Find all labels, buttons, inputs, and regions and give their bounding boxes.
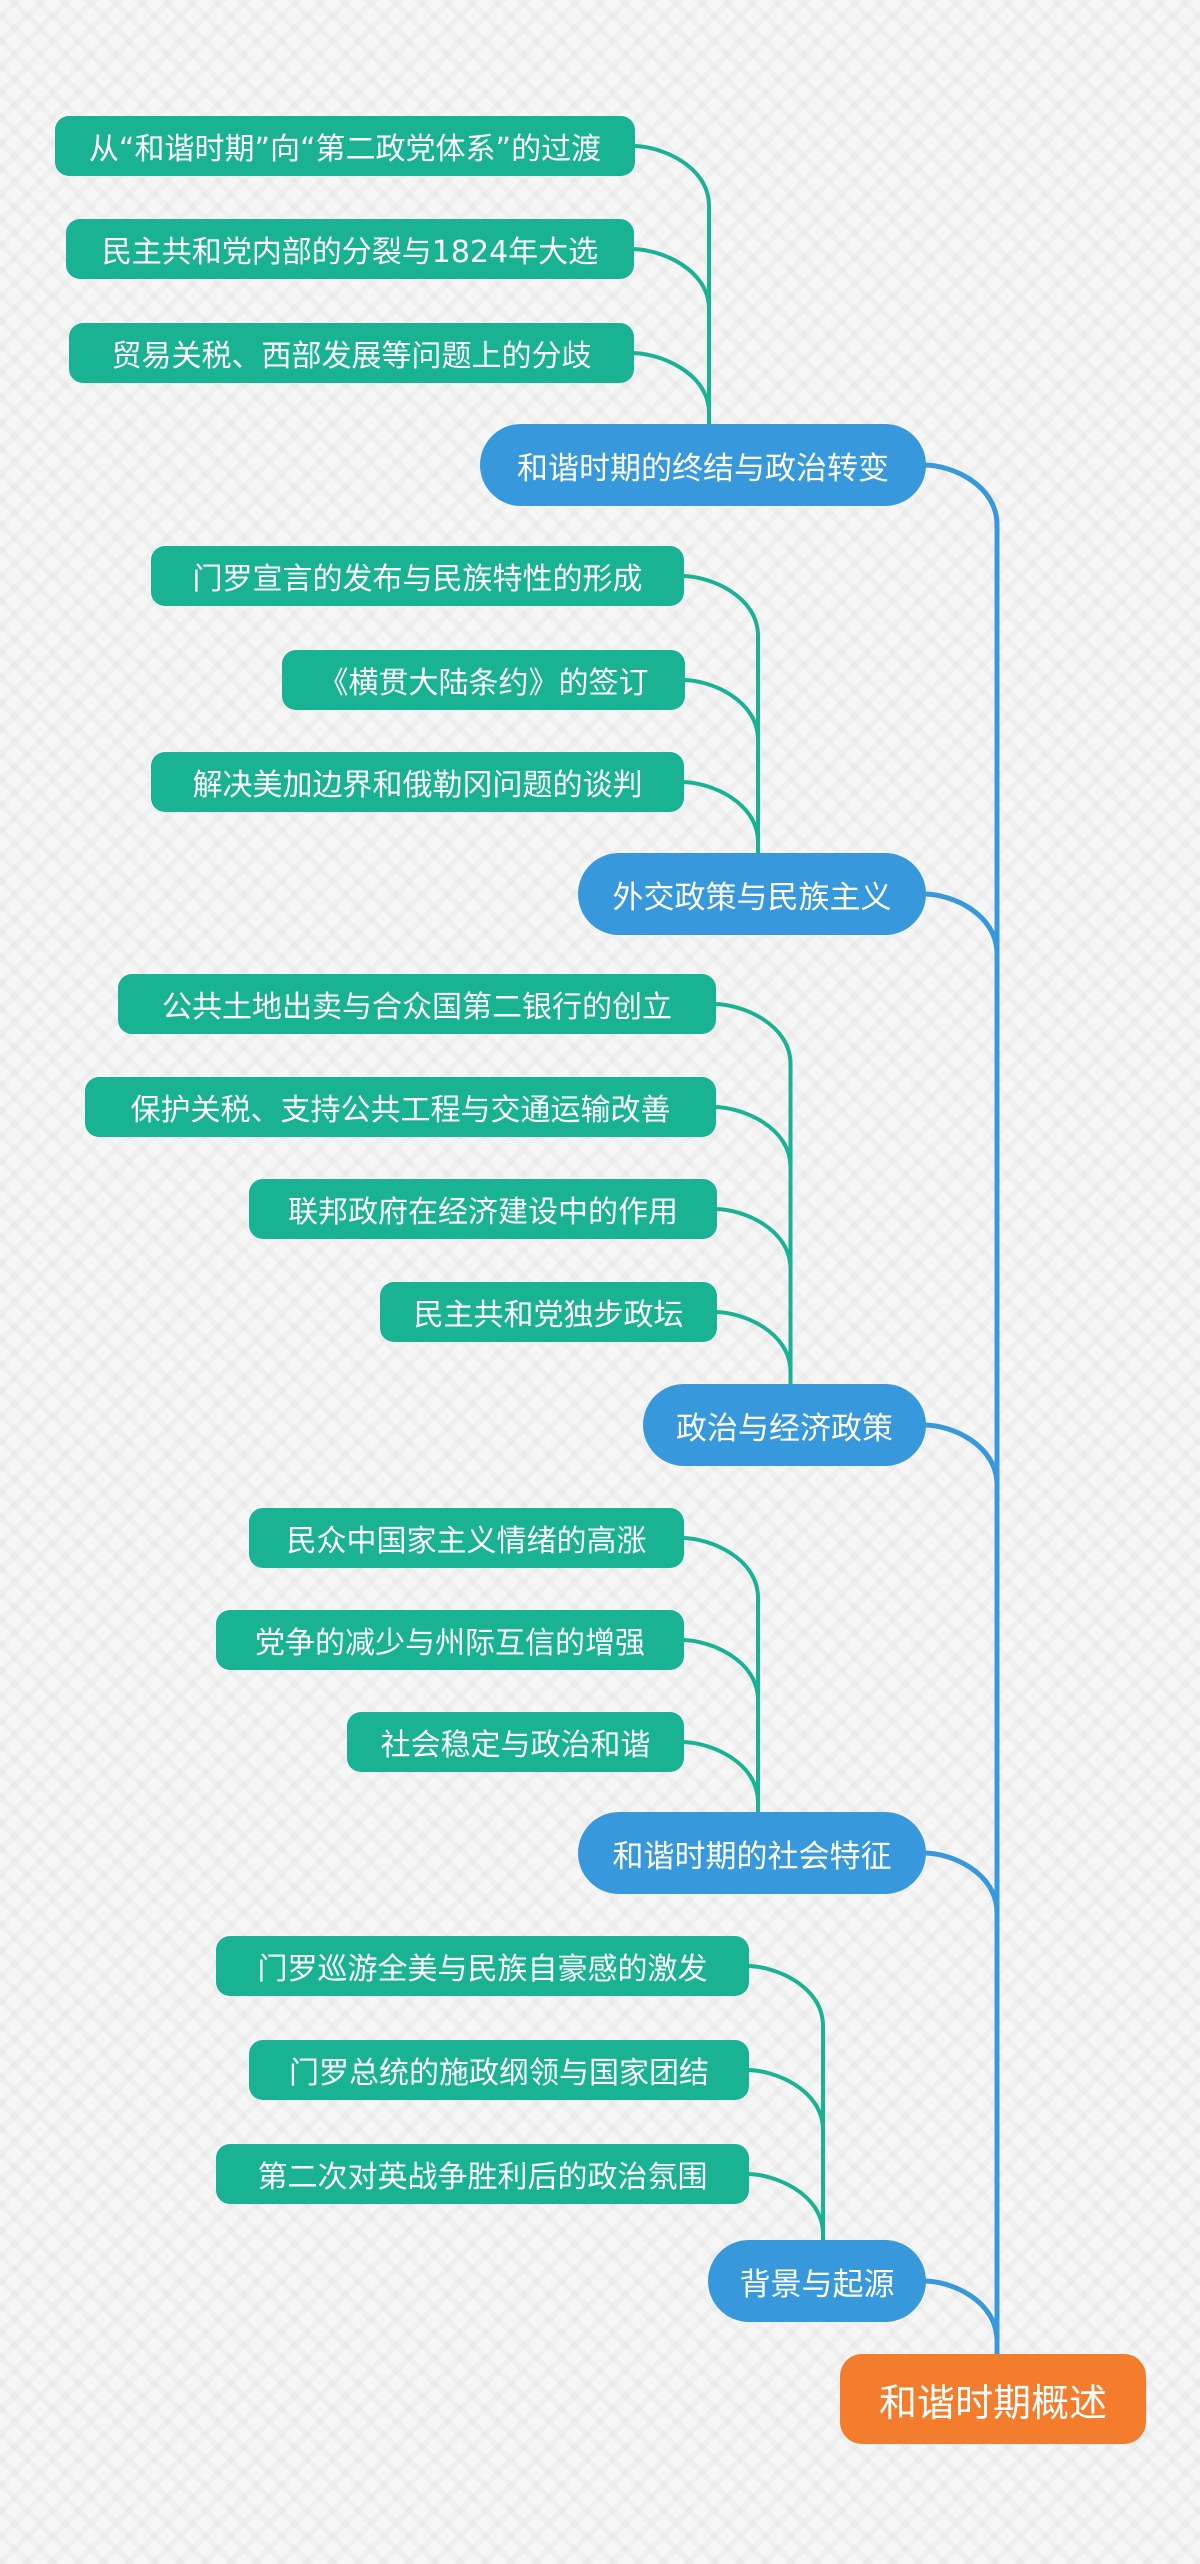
- leaf-link-1-1: [681, 678, 760, 859]
- leaf-link-2-3: [713, 1310, 793, 1390]
- leaf-link-1-2: [680, 780, 760, 859]
- branch-node-background[interactable]: 背景与起源: [708, 2240, 926, 2322]
- leaf-node-post-war[interactable]: 第二次对英战争胜利后的政治氛围: [216, 2144, 749, 2204]
- leaf-node-federal-role[interactable]: 联邦政府在经济建设中的作用: [249, 1179, 717, 1239]
- branch-link-1: [921, 891, 1000, 2361]
- leaf-node-monroe-tour[interactable]: 门罗巡游全美与民族自豪感的激发: [216, 1936, 749, 1996]
- leaf-node-treaty[interactable]: 《横贯大陆条约》的签订: [282, 650, 685, 710]
- branch-node-end-of-era[interactable]: 和谐时期的终结与政治转变: [480, 424, 926, 506]
- leaf-node-interstate-trust[interactable]: 党争的减少与州际互信的增强: [216, 1610, 684, 1670]
- leaf-link-0-0: [631, 144, 711, 430]
- leaf-link-3-2: [680, 1740, 760, 1818]
- leaf-link-2-2: [713, 1207, 793, 1390]
- leaf-link-3-1: [680, 1638, 760, 1818]
- leaf-node-border-negotiation[interactable]: 解决美加边界和俄勒冈问题的谈判: [151, 752, 684, 812]
- leaf-node-transition[interactable]: 从“和谐时期”向“第二政党体系”的过渡: [55, 116, 635, 176]
- leaf-link-3-0: [680, 1536, 760, 1818]
- leaf-link-1-0: [680, 574, 760, 859]
- branch-node-foreign-policy[interactable]: 外交政策与民族主义: [578, 853, 926, 935]
- leaf-link-4-1: [745, 2068, 825, 2246]
- leaf-link-4-2: [745, 2172, 825, 2246]
- branch-link-3: [921, 1850, 1000, 2361]
- leaf-node-tariff-dispute[interactable]: 贸易关税、西部发展等问题上的分歧: [69, 323, 634, 383]
- branch-link-4: [921, 2278, 1000, 2361]
- leaf-link-4-0: [745, 1964, 825, 2246]
- leaf-node-social-stability[interactable]: 社会稳定与政治和谐: [347, 1712, 684, 1772]
- leaf-node-protective-tariff[interactable]: 保护关税、支持公共工程与交通运输改善: [85, 1077, 716, 1137]
- root-node[interactable]: 和谐时期概述: [840, 2354, 1146, 2444]
- branch-node-social-features[interactable]: 和谐时期的社会特征: [578, 1812, 926, 1894]
- leaf-node-single-party[interactable]: 民主共和党独步政坛: [380, 1282, 717, 1342]
- leaf-link-0-2: [630, 351, 711, 430]
- leaf-link-2-1: [712, 1105, 793, 1390]
- leaf-node-nationalism[interactable]: 民众中国家主义情绪的高涨: [249, 1508, 684, 1568]
- branch-node-economic-policy[interactable]: 政治与经济政策: [643, 1384, 926, 1466]
- leaf-node-monroe-program[interactable]: 门罗总统的施政纲领与国家团结: [249, 2040, 749, 2100]
- leaf-node-monroe-doctrine[interactable]: 门罗宣言的发布与民族特性的形成: [151, 546, 684, 606]
- branch-link-2: [921, 1422, 1000, 2361]
- leaf-link-2-0: [712, 1002, 793, 1390]
- leaf-node-party-split[interactable]: 民主共和党内部的分裂与1824年大选: [66, 219, 634, 279]
- leaf-node-public-land[interactable]: 公共土地出卖与合众国第二银行的创立: [118, 974, 716, 1034]
- leaf-link-0-1: [630, 247, 711, 430]
- branch-link-0: [921, 462, 1000, 2361]
